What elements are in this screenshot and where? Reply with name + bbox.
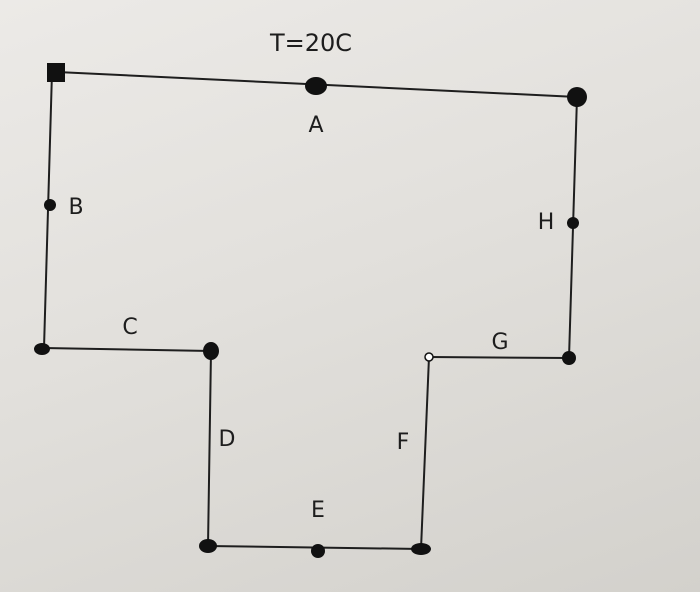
wire-upper-right-horizontal xyxy=(428,356,570,359)
label-g: G xyxy=(491,330,508,355)
label-f: F xyxy=(397,430,410,455)
label-a: A xyxy=(308,113,323,138)
node-c-left-corner xyxy=(34,343,50,355)
label-e: E xyxy=(311,498,325,523)
top-right-node xyxy=(567,87,587,107)
node-b xyxy=(44,199,56,211)
label-b: B xyxy=(68,195,83,220)
label-h: H xyxy=(538,210,555,235)
wire-upper-left-horizontal xyxy=(43,347,212,352)
wire-right-rise xyxy=(420,356,430,550)
label-c: C xyxy=(122,315,137,340)
top-left-square-node xyxy=(47,63,65,82)
temperature-label: T=20C xyxy=(269,29,352,57)
node-g-left-corner xyxy=(424,352,434,362)
node-h xyxy=(567,217,579,229)
node-g-right-corner xyxy=(562,351,576,365)
node-a xyxy=(305,77,327,95)
node-e xyxy=(311,544,325,558)
node-e-left-corner xyxy=(199,539,217,553)
label-d: D xyxy=(219,427,236,452)
node-e-right-corner xyxy=(411,543,431,555)
wire-left-drop xyxy=(207,350,212,547)
node-c-right-corner xyxy=(203,342,219,360)
